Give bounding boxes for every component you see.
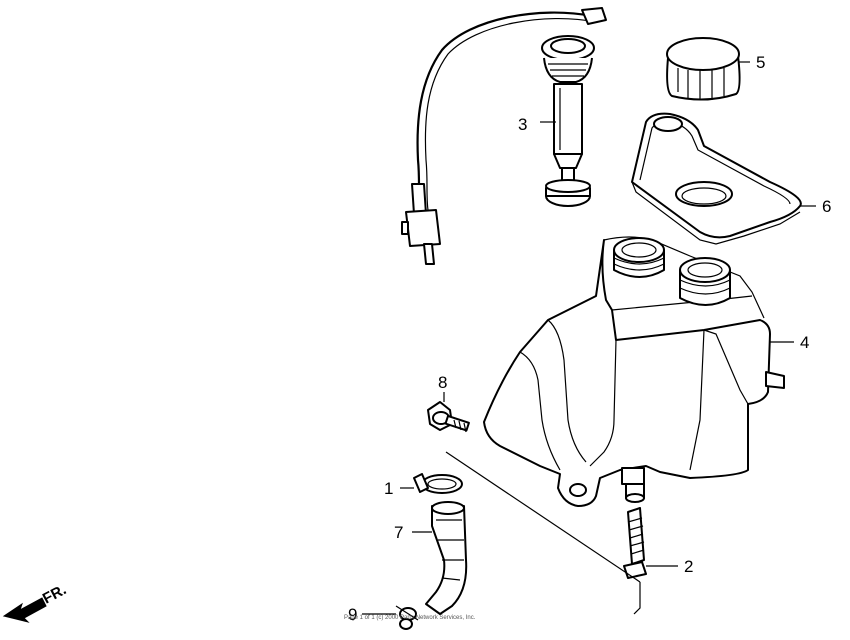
- callout-2: 2: [684, 557, 693, 576]
- callout-6: 6: [822, 197, 831, 216]
- part-4-reservoir-tank[interactable]: [483, 236, 785, 507]
- part-5-cap[interactable]: [666, 37, 741, 101]
- part-8-bolt[interactable]: [427, 401, 470, 433]
- part-6-tank-stay[interactable]: [631, 112, 802, 245]
- callout-7: 7: [394, 523, 403, 542]
- callout-9: 9: [348, 605, 357, 624]
- callout-3: 3: [518, 115, 527, 134]
- callout-1: 1: [384, 479, 393, 498]
- footer-text: Page 1 of 1 (c) 2000 Parts Network Servi…: [344, 615, 476, 621]
- callout-4: 4: [800, 333, 809, 352]
- leader-lines: [362, 61, 816, 615]
- part-7-hose[interactable]: [425, 501, 468, 615]
- callout-5: 5: [756, 53, 765, 72]
- callout-8: 8: [438, 373, 447, 392]
- part-9-clip[interactable]: [395, 605, 419, 630]
- part-2-bolt[interactable]: [623, 507, 647, 579]
- part-1-hose-clip[interactable]: [413, 473, 463, 494]
- assembly-lines: [445, 451, 641, 615]
- part-3-level-sensor[interactable]: [401, 7, 607, 265]
- arrow-front-icon: [2, 597, 47, 623]
